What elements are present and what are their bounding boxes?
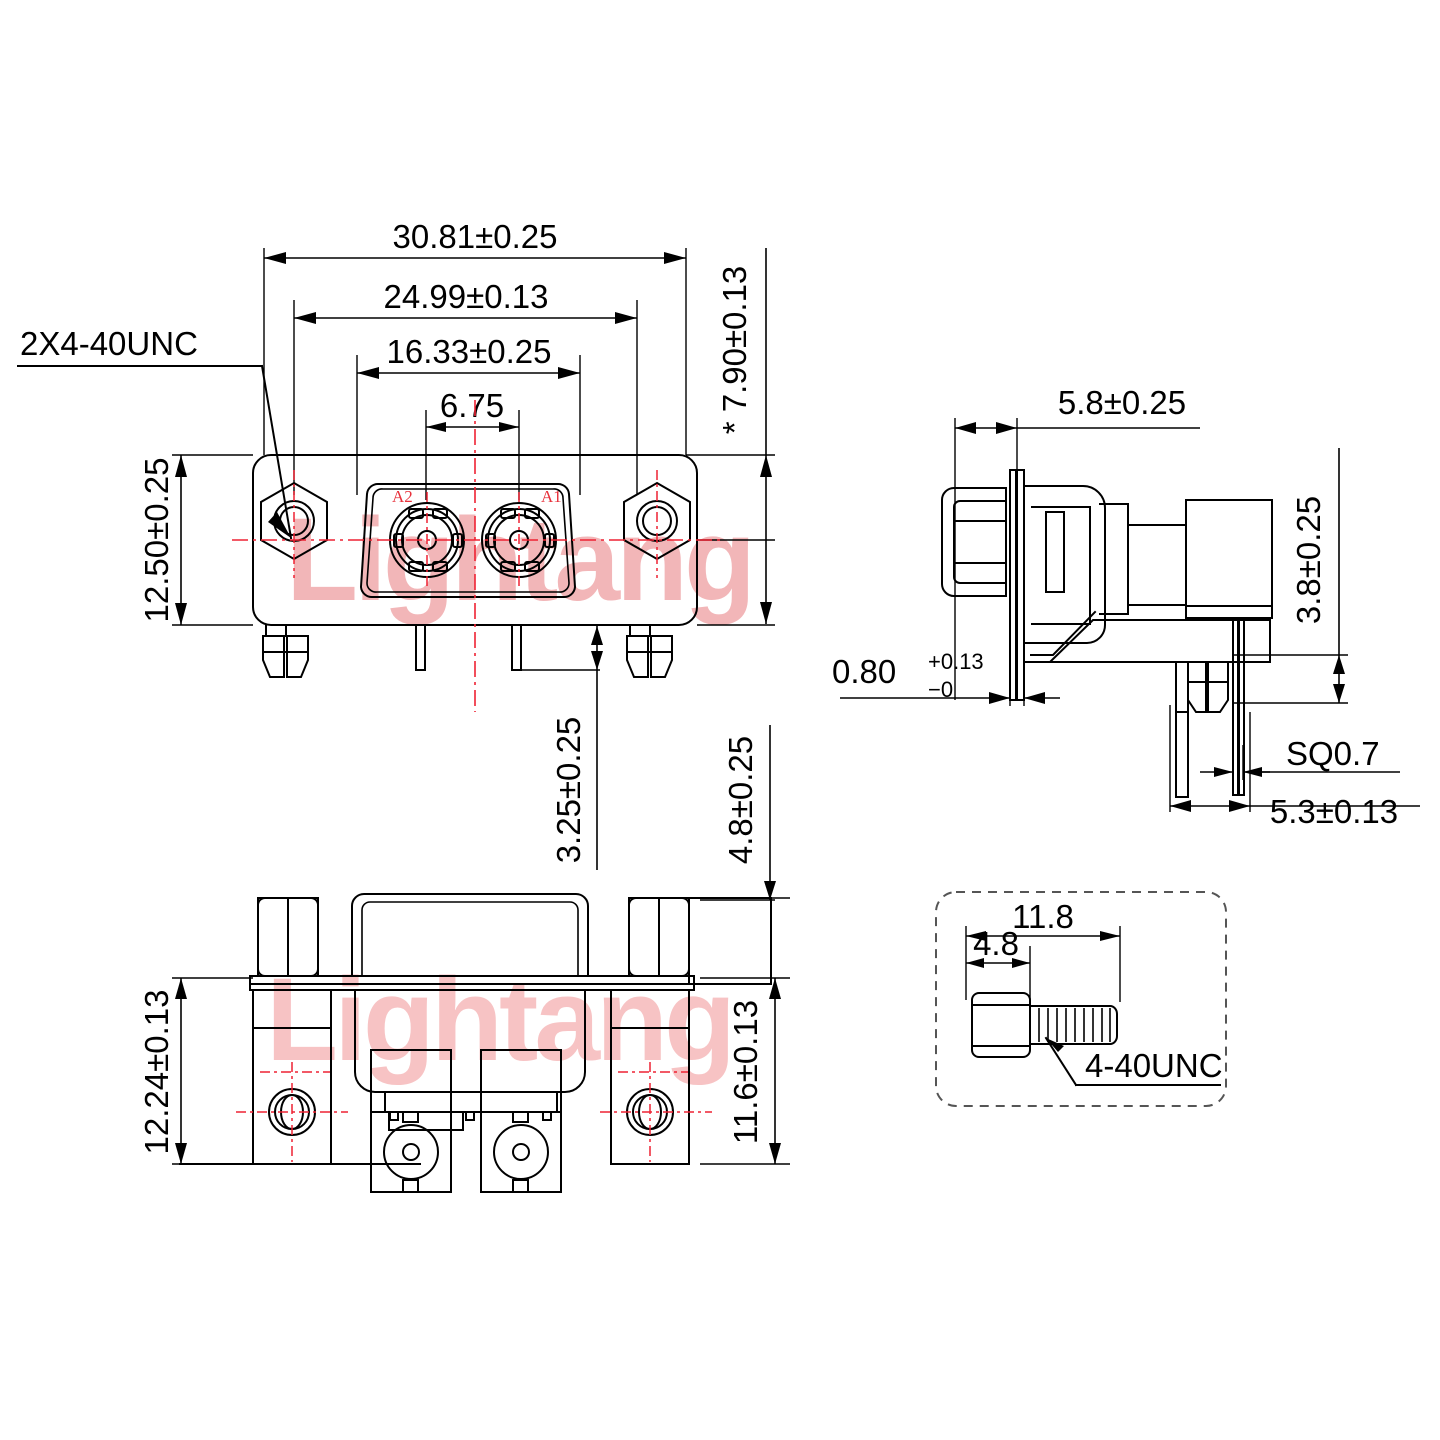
screw-overall-dim <box>966 931 1120 941</box>
dim-pin-section: SQ0.7 <box>1286 735 1380 772</box>
dim-pin-row-depth: 5.3±0.13 <box>1270 793 1398 830</box>
front-mount-legs <box>262 624 673 678</box>
dim-pin-length: 3.25±0.25 <box>550 717 587 864</box>
dim-flange-tol-lower: −0 <box>928 677 953 702</box>
dim-pin-height: 3.8±0.25 <box>1290 496 1327 624</box>
dim-standoff-span: 12.24±0.13 <box>138 990 175 1155</box>
contact-a1-label: A1 <box>541 487 562 506</box>
side-depth-dim <box>955 422 1200 434</box>
dim-overall-width: 30.81±0.25 <box>393 218 558 255</box>
screw-geometry <box>971 992 1118 1058</box>
bottom-right-vert-dim <box>769 978 781 1164</box>
front-right-vert-dim <box>760 248 772 624</box>
dim-mount-hole-pitch: 24.99±0.13 <box>384 278 549 315</box>
dim-board-offset: 4.8±0.25 <box>722 736 759 864</box>
side-sq-leader <box>1200 767 1400 777</box>
side-pin-row-depth-dim <box>1170 800 1420 812</box>
bottom-view: 12.24±0.13 11.6±0.13 <box>138 893 790 1193</box>
dim-flange-tol-upper: +0.13 <box>928 649 984 674</box>
screw-detail: 11.8 4.8 <box>935 891 1227 1107</box>
dim-centerline-height: * 7.90±0.13 <box>716 266 753 435</box>
dim-overall-height: 12.50±0.25 <box>138 458 175 623</box>
side-pin-height-dim <box>1333 448 1345 703</box>
front-view: 30.81±0.25 24.99±0.13 16.33±0.25 6.75 12… <box>17 218 776 901</box>
front-extension-lines <box>172 248 775 626</box>
dim-contact-pitch: 6.75 <box>440 387 504 424</box>
screw-hex-dim <box>966 958 1030 968</box>
watermark-bottom: Lightang <box>266 954 736 1086</box>
dim-flange-thickness: 0.80 <box>832 653 896 690</box>
contact-a2-label: A2 <box>392 487 413 506</box>
bottom-left-vert-dim <box>175 978 187 1164</box>
side-body-geometry <box>941 469 1273 798</box>
front-dimension-lines <box>264 252 686 432</box>
front-board-offset-dim <box>700 725 776 901</box>
front-dshell <box>359 482 577 599</box>
screw-detail-box <box>935 891 1227 1107</box>
front-left-vert-dim <box>175 455 187 625</box>
thread-callout-label: 2X4-40UNC <box>20 325 198 362</box>
screw-thread-leader <box>1044 1036 1221 1087</box>
dim-shell-width: 16.33±0.25 <box>387 333 552 370</box>
bottom-coax-a2 <box>370 1049 464 1193</box>
dim-screw-hex: 4.8 <box>973 925 1019 962</box>
screw-thread-callout-label: 4-40UNC <box>1085 1047 1223 1084</box>
bottom-shell-upper <box>351 893 589 977</box>
bottom-centerlines <box>236 1062 712 1162</box>
side-view: 5.8±0.25 0.80 +0.13 −0 3.8±0.25 SQ0.7 <box>832 384 1420 830</box>
side-flange-thk-dim <box>840 692 1060 704</box>
dim-body-depth: 5.8±0.25 <box>1058 384 1186 421</box>
bottom-flange-bar <box>249 897 772 991</box>
dim-screw-overall: 11.8 <box>1012 898 1074 935</box>
front-body-outline <box>252 454 698 626</box>
watermark-text: Lightang <box>266 954 732 1086</box>
dim-standoff-depth: 11.6±0.13 <box>727 1000 764 1144</box>
front-centerlines <box>232 400 725 712</box>
front-pin-length-dim <box>520 626 603 870</box>
bottom-coax-a1 <box>480 1049 562 1193</box>
